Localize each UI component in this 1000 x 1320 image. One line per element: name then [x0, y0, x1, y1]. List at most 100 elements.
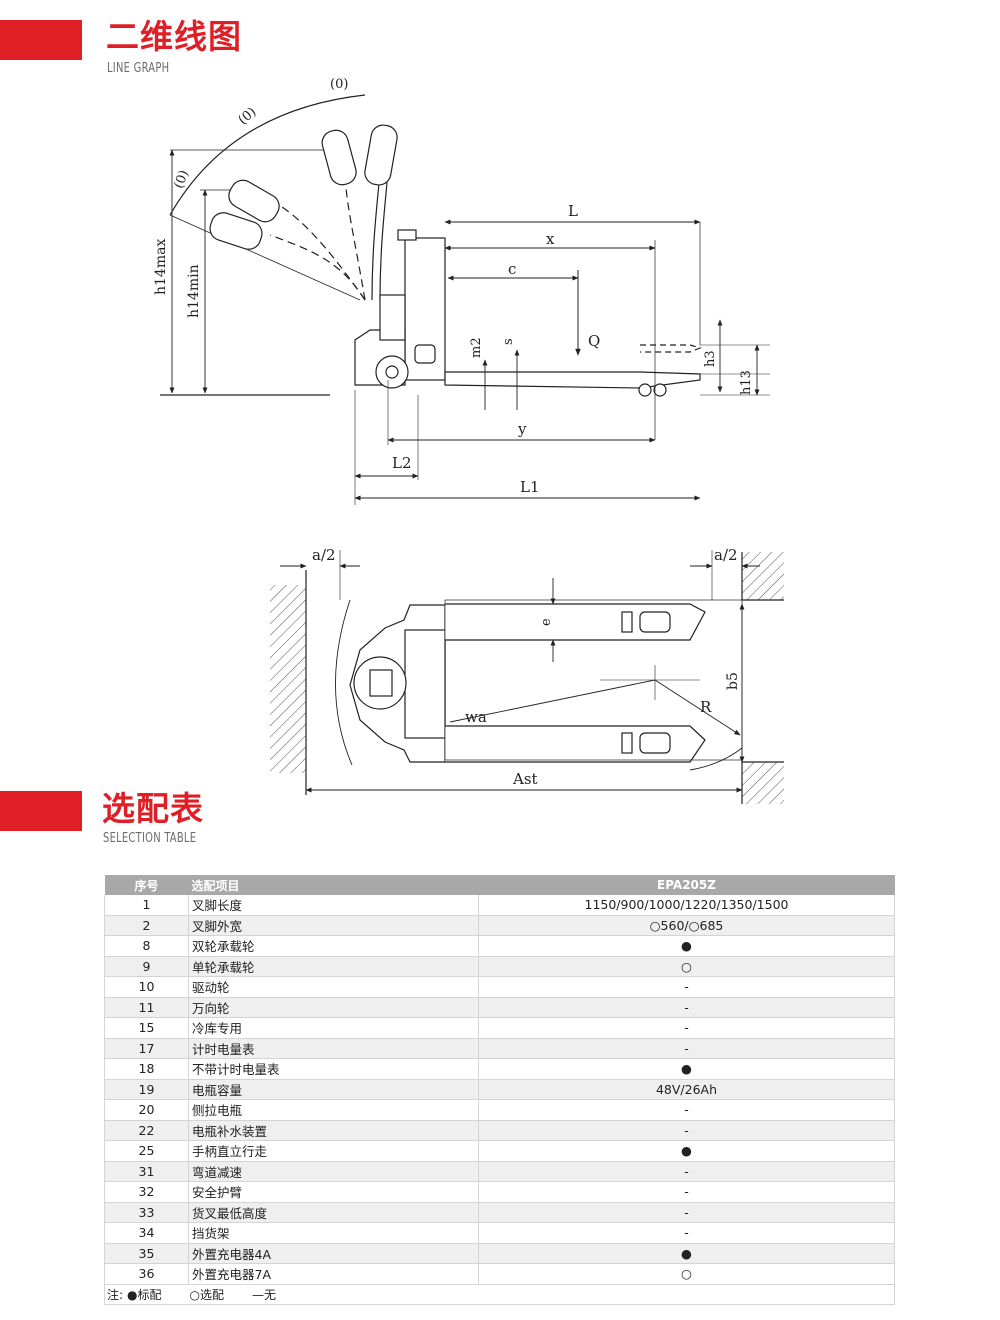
row-item: 不带计时电量表 — [188, 1058, 479, 1080]
row-item: 叉脚长度 — [188, 895, 479, 916]
row-num: 8 — [104, 935, 189, 957]
row-num: 20 — [104, 1099, 189, 1121]
row-value: ● — [478, 935, 895, 957]
dim-label-R: R — [700, 698, 712, 716]
row-num: 1 — [104, 895, 189, 916]
row-num: 10 — [104, 976, 189, 998]
dim-label-L: L — [568, 202, 578, 220]
note-prefix: 注: — [107, 1287, 124, 1302]
row-value: - — [478, 1222, 895, 1244]
row-item: 安全护臂 — [188, 1181, 479, 1203]
row-num: 25 — [104, 1140, 189, 1162]
side-view-drawing — [160, 94, 770, 505]
side-view-labels: L x c Q s m2 h3 h13 h14max h14min y L2 L… — [153, 77, 754, 496]
angle-label-3: (0) — [172, 168, 192, 190]
row-item: 货叉最低高度 — [188, 1202, 479, 1223]
row-num: 17 — [104, 1038, 189, 1059]
header-item: 选配项目 — [188, 875, 479, 895]
row-value: - — [478, 1099, 895, 1121]
row-item: 电瓶容量 — [188, 1079, 479, 1100]
note-none: —无 — [252, 1287, 277, 1302]
header-num: 序号 — [104, 875, 189, 895]
row-value: 1150/900/1000/1220/1350/1500 — [478, 895, 895, 916]
row-value: - — [478, 976, 895, 998]
row-num: 32 — [104, 1181, 189, 1203]
header-model: EPA205Z — [478, 875, 895, 895]
row-value: - — [478, 1181, 895, 1203]
row-item: 单轮承载轮 — [188, 956, 479, 977]
row-value: ○ — [478, 956, 895, 977]
row-value: - — [478, 1017, 895, 1039]
dim-label-h3: h3 — [703, 350, 718, 367]
row-item: 手柄直立行走 — [188, 1140, 479, 1162]
row-value: ● — [478, 1140, 895, 1162]
selection-subtitle: SELECTION TABLE — [103, 831, 197, 846]
row-num: 35 — [104, 1243, 189, 1264]
note-standard: ●标配 — [127, 1287, 162, 1302]
selection-title: 选配表 — [102, 789, 204, 828]
angle-label-2: (0) — [236, 105, 260, 128]
row-value: - — [478, 1120, 895, 1141]
section-marker-selection — [0, 791, 82, 831]
dim-label-b5: b5 — [725, 672, 741, 690]
row-item: 挡货架 — [188, 1222, 479, 1244]
row-item: 外置充电器4A — [188, 1243, 479, 1264]
row-item: 双轮承载轮 — [188, 935, 479, 957]
dim-label-e: e — [539, 618, 554, 626]
row-item: 叉脚外宽 — [188, 915, 479, 936]
angle-label-1: (0) — [330, 77, 348, 92]
note-optional: ○选配 — [189, 1287, 225, 1302]
row-num: 9 — [104, 956, 189, 977]
row-item: 电瓶补水装置 — [188, 1120, 479, 1141]
dim-label-h14max: h14max — [153, 239, 169, 295]
row-num: 15 — [104, 1017, 189, 1039]
dim-label-Ast: Ast — [512, 770, 538, 788]
row-value: - — [478, 1161, 895, 1182]
table-note-row: 注:●标配 ○选配 —无 — [104, 1284, 895, 1305]
row-num: 36 — [104, 1263, 189, 1285]
row-value: - — [478, 997, 895, 1018]
line-graph-drawing: L x c Q s m2 h3 h13 h14max h14min y L2 L… — [153, 77, 784, 804]
line-graph-subtitle: LINE GRAPH — [107, 61, 170, 76]
row-num: 33 — [104, 1202, 189, 1223]
dim-label-Q: Q — [588, 332, 600, 350]
dim-label-a2-right: a/2 — [714, 546, 738, 564]
table-header-row: 序号 选配项目 EPA205Z — [104, 875, 895, 895]
row-item: 外置充电器7A — [188, 1263, 479, 1285]
dim-label-m2: m2 — [469, 337, 484, 358]
dim-label-h14min: h14min — [186, 264, 202, 318]
row-num: 34 — [104, 1222, 189, 1244]
row-value: - — [478, 1202, 895, 1223]
row-num: 31 — [104, 1161, 189, 1182]
line-graph-title: 二维线图 — [106, 17, 242, 56]
row-num: 19 — [104, 1079, 189, 1100]
row-value: - — [478, 1038, 895, 1059]
row-value: ● — [478, 1243, 895, 1264]
top-view-drawing — [270, 550, 784, 804]
row-value: 48V/26Ah — [478, 1079, 895, 1100]
row-num: 11 — [104, 997, 189, 1018]
row-value: ○560/○685 — [478, 915, 895, 936]
dim-label-wa: wa — [465, 708, 487, 726]
row-num: 2 — [104, 915, 189, 936]
row-item: 弯道减速 — [188, 1161, 479, 1182]
dim-label-L2: L2 — [392, 454, 412, 472]
row-num: 18 — [104, 1058, 189, 1080]
